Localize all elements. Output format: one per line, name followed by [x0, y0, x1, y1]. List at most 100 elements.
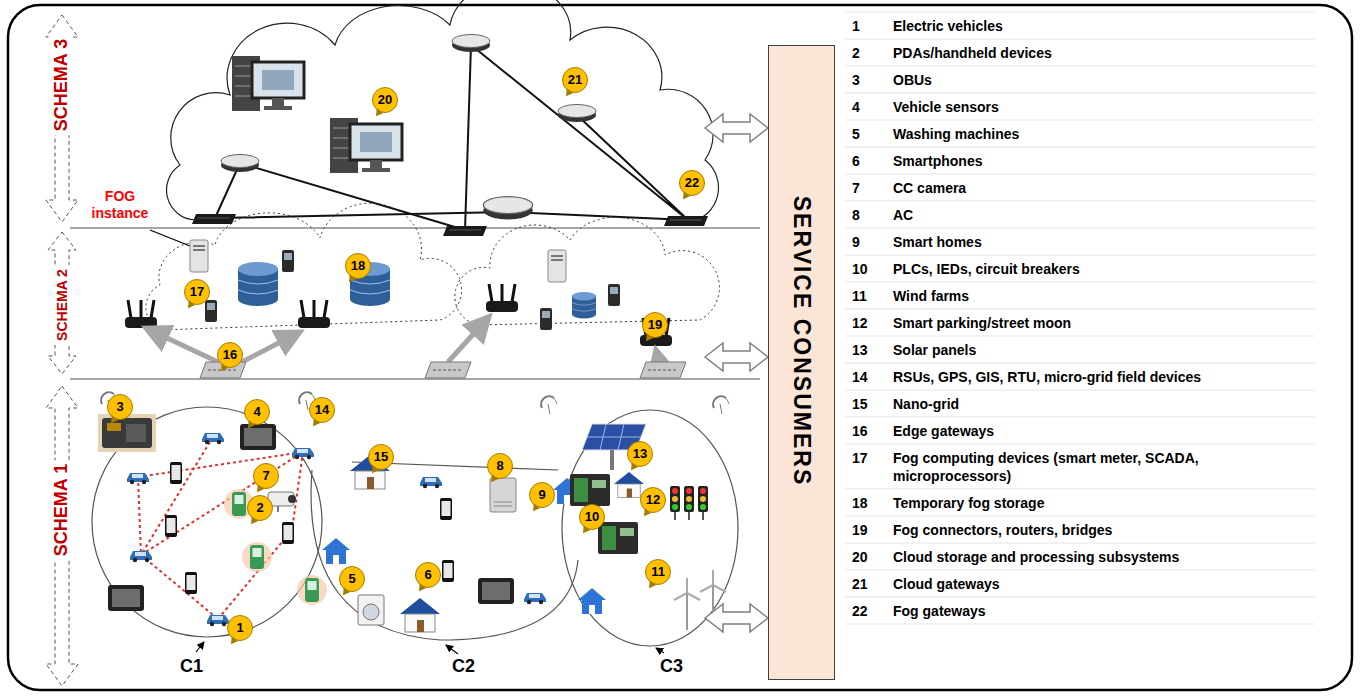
legend-text: Fog gateways — [893, 602, 1313, 620]
house-icon — [614, 472, 644, 498]
table-rule — [845, 255, 1315, 256]
legend-number: 21 — [852, 575, 868, 593]
bidirectional-arrow — [705, 114, 768, 142]
obu-device — [98, 414, 156, 452]
fog-storage — [572, 292, 596, 318]
car-icon — [207, 615, 229, 626]
table-rule — [845, 363, 1315, 364]
pda-icon — [242, 542, 272, 572]
fog-instance-label: FOG instance — [80, 188, 160, 222]
edge-gateway — [425, 362, 471, 378]
bidirectional-arrow — [705, 343, 768, 371]
callout-number: 11 — [645, 559, 671, 585]
legend-number: 15 — [852, 395, 868, 413]
callout-number: 14 — [309, 397, 335, 423]
schema-span-arrow — [46, 15, 78, 222]
phone-icon — [170, 462, 182, 484]
legend-number: 16 — [852, 422, 868, 440]
table-rule — [845, 12, 1315, 13]
phone-icon — [185, 572, 197, 594]
schema-label: SCHEMA 2 — [54, 265, 71, 345]
callout-number: 6 — [415, 562, 441, 588]
uplink-arrow — [150, 330, 218, 362]
callout-number: 9 — [529, 482, 555, 508]
phone-icon — [442, 560, 454, 582]
callout-number: 15 — [368, 444, 394, 470]
edge-gateway — [640, 362, 686, 378]
legend-number: 9 — [852, 233, 860, 251]
plc-icon — [598, 522, 638, 554]
table-rules — [845, 12, 1315, 624]
cloud-server — [330, 118, 402, 173]
table-rule — [845, 336, 1315, 337]
washer-icon — [358, 595, 384, 625]
fog-gateway — [443, 226, 487, 236]
legend-number: 1 — [852, 17, 860, 35]
plc-icon — [570, 474, 610, 506]
legend-text: Solar panels — [893, 341, 1313, 359]
legend-text: Cloud gateways — [893, 575, 1313, 593]
table-rule — [845, 516, 1315, 517]
table-rule — [845, 201, 1315, 202]
table-rule — [845, 597, 1315, 598]
cloud-server — [232, 56, 304, 111]
house-icon — [400, 598, 440, 632]
legend-number: 4 — [852, 98, 860, 116]
table-rule — [845, 489, 1315, 490]
cloud-gateway — [558, 105, 596, 123]
table-rule — [845, 624, 1315, 625]
legend-text: Edge gateways — [893, 422, 1313, 440]
legend-text: OBUs — [893, 71, 1313, 89]
table-rule — [845, 309, 1315, 310]
legend-number: 19 — [852, 521, 868, 539]
table-rule — [845, 39, 1315, 40]
callout-number: 2 — [247, 495, 273, 521]
table-rule — [845, 417, 1315, 418]
table-rule — [845, 282, 1315, 283]
leader-line — [446, 645, 458, 654]
fog-gateway — [664, 216, 708, 226]
cloud-outline — [167, 0, 719, 222]
legend-number: 10 — [852, 260, 868, 278]
fog-router — [298, 300, 330, 328]
legend-number: 12 — [852, 314, 868, 332]
callout-number: 20 — [372, 87, 398, 113]
fog-device — [540, 308, 552, 330]
fog-storage — [238, 262, 278, 306]
fog-server — [190, 240, 208, 272]
wind-turbine — [674, 578, 700, 630]
legend-text: Vehicle sensors — [893, 98, 1313, 116]
table-rule — [845, 543, 1315, 544]
schema-span-arrow — [48, 232, 76, 374]
field-antenna — [713, 396, 729, 414]
leader-line — [196, 642, 204, 652]
phone-icon — [165, 515, 177, 537]
tablet-icon — [478, 578, 514, 604]
schema-label: SCHEMA 3 — [51, 35, 73, 135]
legend-text: Wind farms — [893, 287, 1313, 305]
legend-text: Temporary fog storage — [893, 494, 1313, 512]
legend-text: Fog computing devices (smart meter, SCAD… — [893, 449, 1313, 485]
legend-number: 17 — [852, 449, 868, 467]
schema-label: SCHEMA 1 — [51, 460, 73, 560]
field-antenna — [541, 396, 557, 414]
legend-text: Smart parking/street moon — [893, 314, 1313, 332]
cloud-link — [215, 45, 688, 230]
smart-home-icon — [578, 588, 606, 614]
cluster-outline — [92, 407, 322, 637]
fog-server — [548, 250, 566, 282]
cluster-outline — [562, 410, 738, 646]
service-consumers-label: SERVICE CONSUMERS — [787, 196, 815, 486]
legend-text: Nano-grid — [893, 395, 1313, 413]
v2v-mesh — [138, 437, 303, 619]
car-icon — [130, 551, 152, 562]
legend-text: PDAs/handheld devices — [893, 44, 1313, 62]
fog-router — [125, 300, 157, 328]
legend-text: AC — [893, 206, 1313, 224]
callout-number: 7 — [253, 463, 279, 489]
fog-gateway — [192, 214, 236, 224]
cloud-gateway — [483, 197, 532, 220]
legend-number: 5 — [852, 125, 860, 143]
legend-number: 2 — [852, 44, 860, 62]
bidirectional-arrow — [705, 604, 768, 632]
